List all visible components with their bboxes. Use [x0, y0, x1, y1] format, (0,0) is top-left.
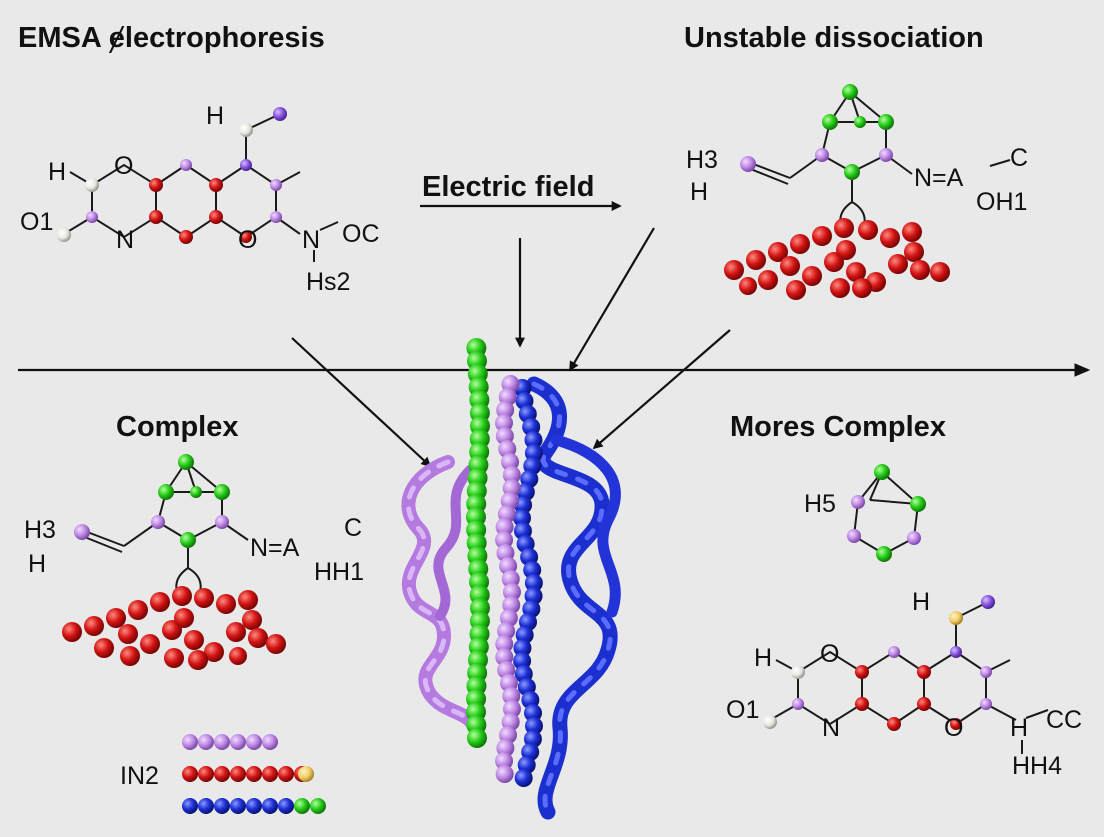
- mol-e-cc: CC: [1046, 706, 1082, 734]
- arrow-from-unstable: [569, 227, 655, 372]
- violet-bead: [496, 739, 515, 757]
- legend-blue-strand: [182, 798, 326, 814]
- violet-bead: [495, 635, 514, 653]
- mol-e-h-top: H: [912, 588, 930, 616]
- molecule-complex: H3 H N=A C HH1: [24, 454, 364, 670]
- mol-a-h-top: H: [206, 102, 224, 130]
- blue-bead: [524, 574, 543, 592]
- violet-bead: [495, 531, 514, 549]
- mol-d-h5: H5: [804, 490, 836, 518]
- mol-a-n-bottom: N: [116, 226, 134, 254]
- molecule-mores-ring: H5: [804, 464, 926, 562]
- legend-violet-bead: [262, 734, 278, 750]
- violet-bead: [502, 583, 521, 601]
- mol-a-n-right: N: [302, 226, 320, 254]
- violet-bead: [495, 518, 514, 536]
- legend-violet-bead: [246, 734, 262, 750]
- mol-b-n-eq-a: N=A: [914, 164, 964, 192]
- blue-bead: [513, 639, 532, 657]
- mol-a-h-left: H: [48, 158, 66, 186]
- mol-a-oc: OC: [342, 220, 380, 248]
- arrow-from-emsa-molecule: [291, 337, 432, 468]
- mol-c-h3: H3: [24, 516, 56, 544]
- legend-red-bead: [230, 766, 246, 782]
- mol-b-h: H: [690, 178, 708, 206]
- violet-bead: [496, 401, 515, 419]
- violet-bead-chain: [495, 375, 521, 783]
- legend-violet-bead: [198, 734, 214, 750]
- mol-e-hh4: HH4: [1012, 752, 1062, 780]
- blue-bead: [524, 431, 543, 449]
- mol-e-h-left: H: [754, 644, 772, 672]
- mol-e-o-right: O: [944, 714, 963, 742]
- legend-blue-bead: [246, 798, 262, 814]
- green-bead: [466, 728, 487, 748]
- blue-bead: [514, 769, 533, 787]
- molecule-unstable: H3 H N=A C OH1: [686, 84, 1028, 300]
- title-emsa-electrophoresis: EMSA ɇlectrophoresis: [18, 22, 325, 54]
- title-complex: Complex: [116, 411, 238, 443]
- red-coil-unstable: [724, 218, 950, 300]
- mol-b-c: C: [1010, 144, 1028, 172]
- mol-a-hs2: Hs2: [306, 268, 350, 296]
- molecule-mores-chain: H H O O1 N O H CC HH4: [726, 588, 1082, 780]
- legend-violet-bead: [214, 734, 230, 750]
- blue-bead: [524, 717, 543, 735]
- legend-strands: IN2: [120, 734, 326, 814]
- legend-violet-bead: [230, 734, 246, 750]
- arrow-from-dissociated-molecule: [592, 329, 731, 450]
- legend-blue-bead: [214, 798, 230, 814]
- mol-e-o1: O1: [726, 696, 759, 724]
- legend-green-bead: [310, 798, 326, 814]
- title-unstable-dissociation: Unstable dissociation: [684, 22, 984, 54]
- mol-c-hh1: HH1: [314, 558, 364, 586]
- mol-c-n-eq-a: N=A: [250, 534, 300, 562]
- violet-bead: [495, 752, 514, 770]
- legend-red-bead: [198, 766, 214, 782]
- legend-blue-bead: [230, 798, 246, 814]
- legend-blue-bead: [262, 798, 278, 814]
- legend-red-strand: [182, 766, 314, 782]
- mol-e-o-top: O: [820, 640, 839, 668]
- mol-c-h: H: [28, 550, 46, 578]
- legend-violet-bead: [182, 734, 198, 750]
- mol-e-n-bottom: N: [822, 714, 840, 742]
- legend-red-bead: [214, 766, 230, 782]
- legend-green-bead: [294, 798, 310, 814]
- legend-blue-bead: [198, 798, 214, 814]
- title-mores-complex: Mores Complex: [730, 411, 946, 443]
- mol-c-c: C: [344, 514, 362, 542]
- legend-red-bead: [246, 766, 262, 782]
- molecule-emsa: H H O O1 N O N OC Hs2: [20, 102, 380, 296]
- legend-violet-strand: [182, 734, 278, 750]
- mol-a-o1: O1: [20, 208, 53, 236]
- legend-red-bead: [278, 766, 294, 782]
- blue-bead: [513, 509, 532, 527]
- blue-bead: [524, 704, 543, 722]
- blue-bead-chain: [513, 379, 543, 787]
- violet-bead: [502, 466, 521, 484]
- mol-a-o-top: O: [114, 152, 133, 180]
- label-electric-field: Electric field: [422, 171, 594, 203]
- violet-bead: [501, 570, 520, 588]
- mol-b-oh1: OH1: [976, 188, 1027, 216]
- violet-bead: [502, 687, 521, 705]
- legend-blue-bead: [182, 798, 198, 814]
- violet-bead: [502, 700, 521, 718]
- mol-e-h-right: H: [1010, 714, 1028, 742]
- legend-red-bead: [182, 766, 198, 782]
- mol-a-o-right: O: [238, 226, 257, 254]
- violet-bead: [495, 765, 514, 783]
- legend-yellow-bead: [298, 766, 314, 782]
- central-protein-dna-complex: [401, 338, 621, 820]
- violet-bead: [495, 414, 514, 432]
- green-bead-chain: [466, 338, 490, 748]
- legend-in2-label: IN2: [120, 762, 159, 790]
- red-coil-complex: [62, 586, 286, 670]
- legend-blue-bead: [278, 798, 294, 814]
- mol-b-h3: H3: [686, 146, 718, 174]
- legend-red-bead: [262, 766, 278, 782]
